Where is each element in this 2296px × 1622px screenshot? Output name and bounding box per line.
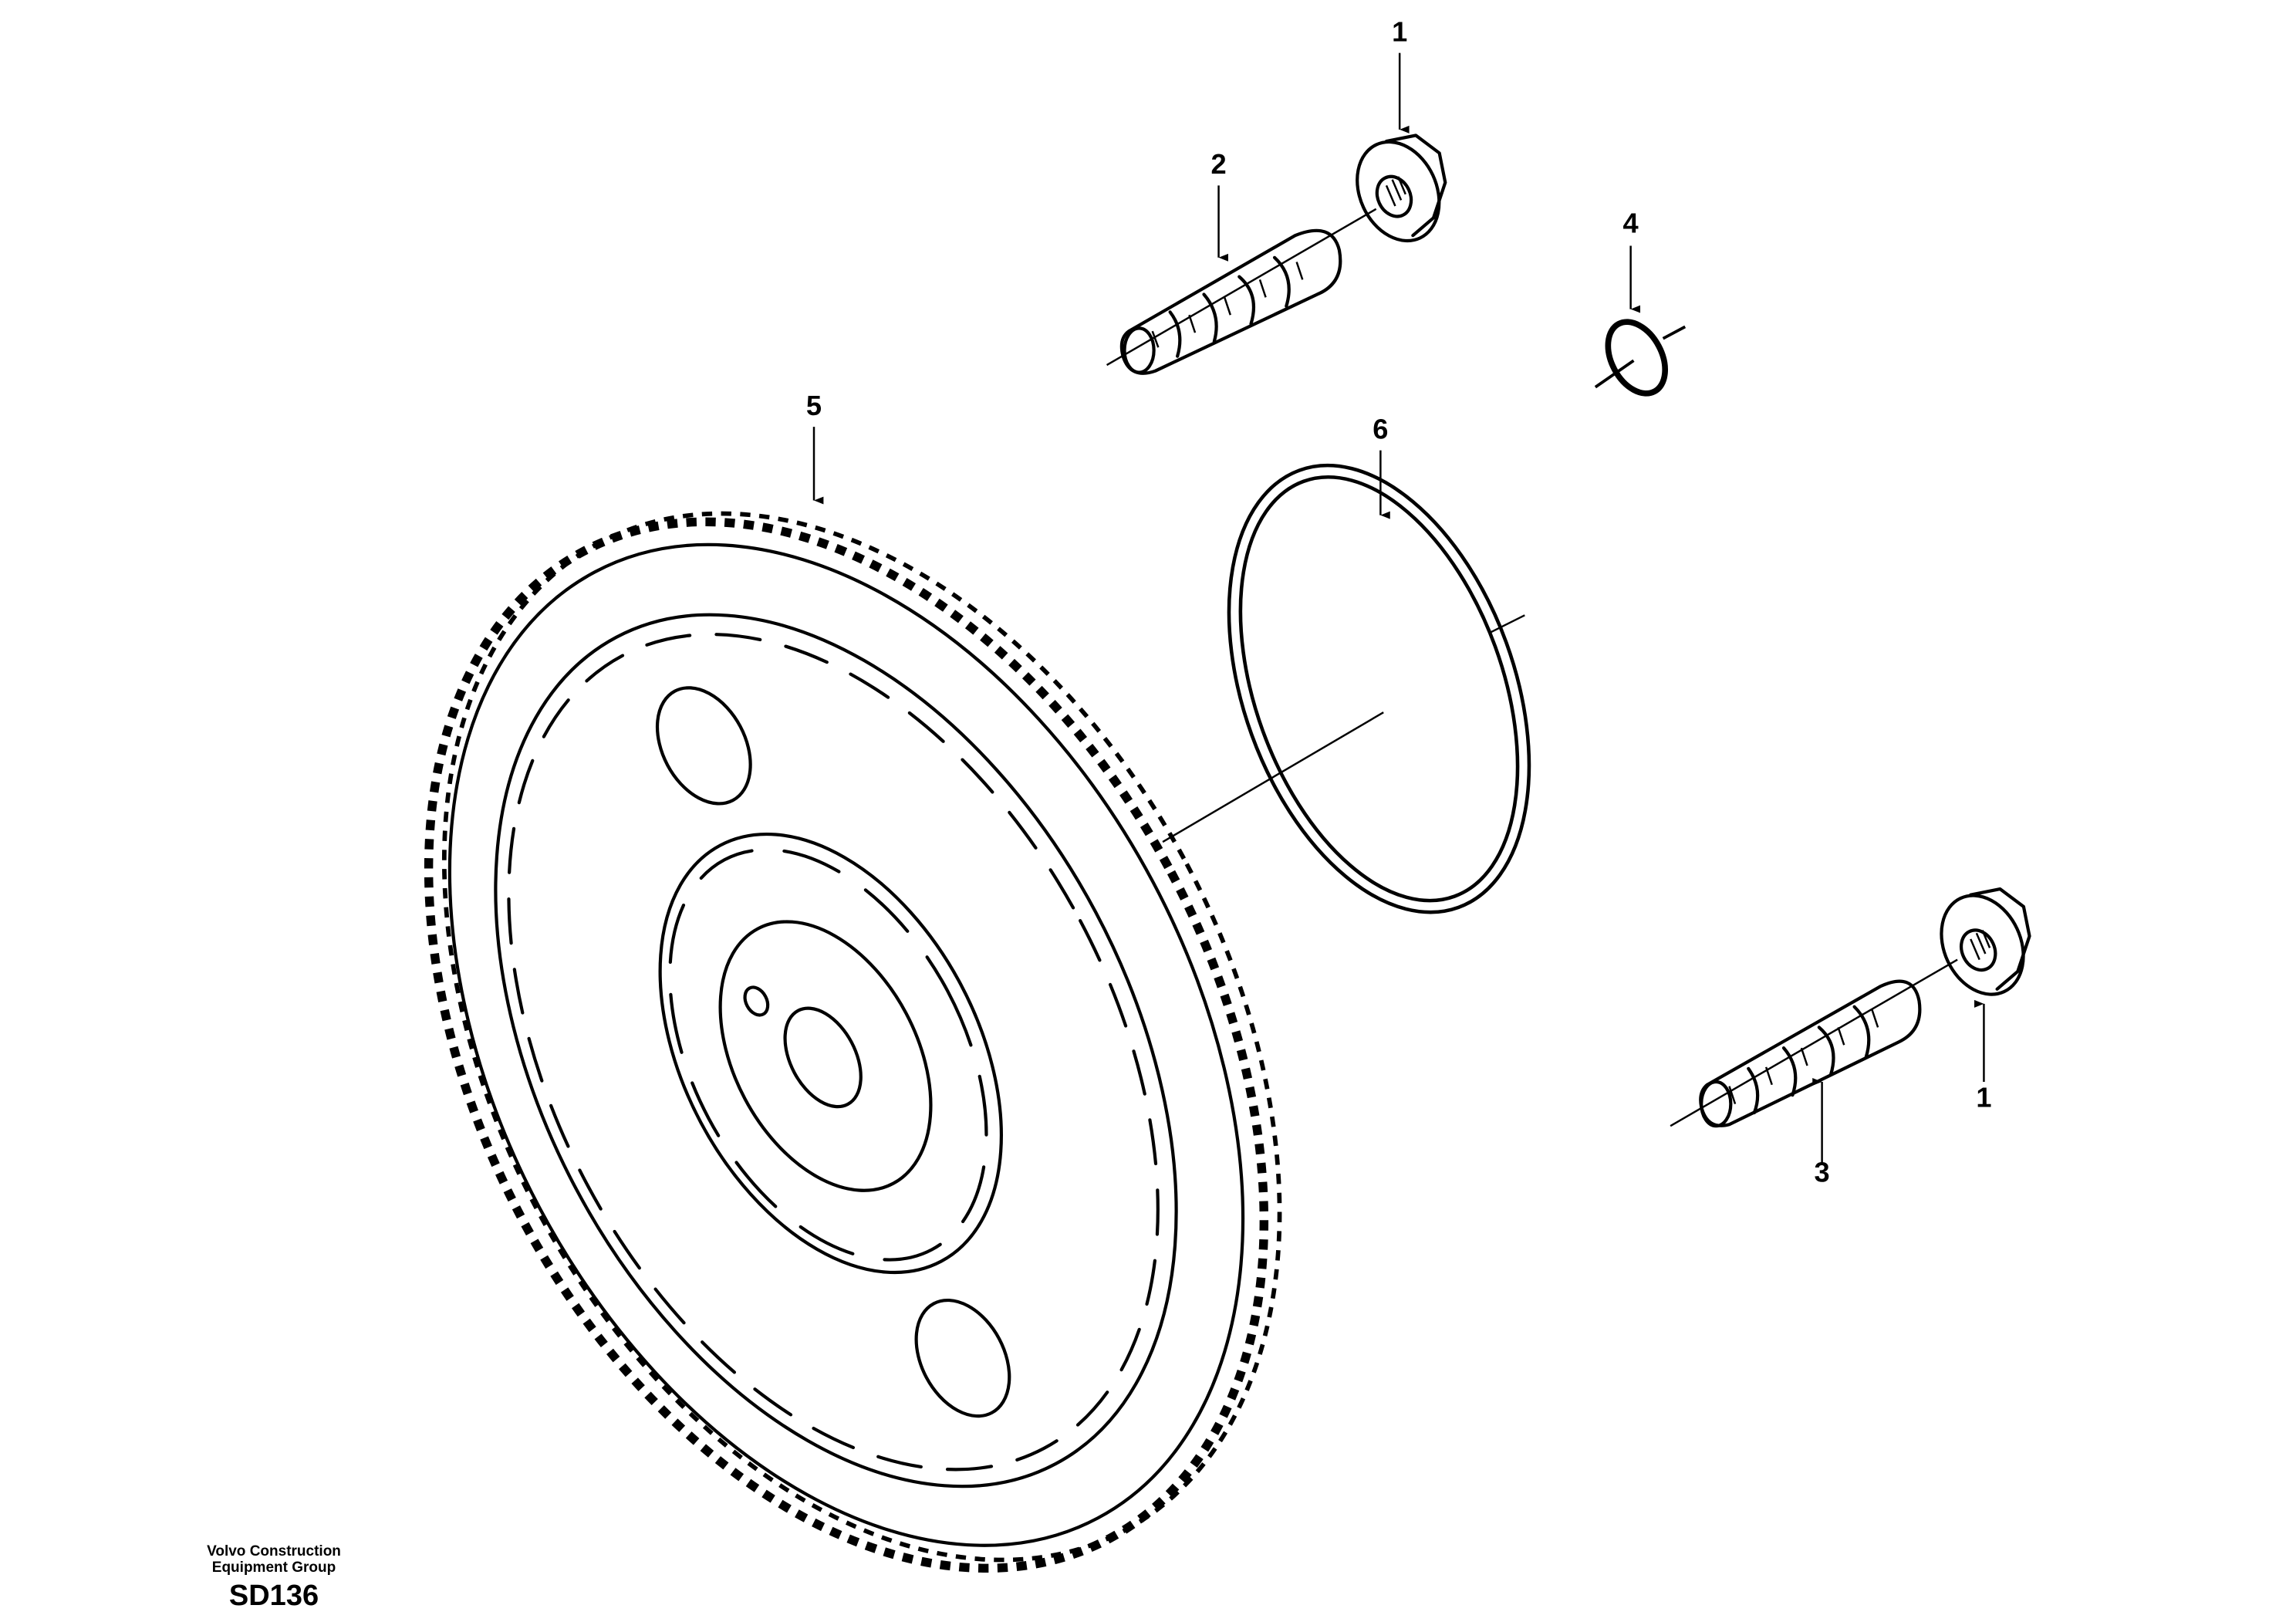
callout-label: 1	[1392, 15, 1407, 47]
callout-1-top: 1	[1392, 15, 1410, 133]
callout-5: 5	[806, 390, 824, 505]
company-name-line1: Volvo Construction	[207, 1543, 341, 1559]
flange-nut-upper	[1356, 133, 1447, 243]
company-name-line2: Equipment Group	[211, 1559, 336, 1576]
drawing-code: SD136	[228, 1580, 319, 1612]
callout-label: 4	[1623, 207, 1639, 238]
o-ring-large	[1227, 463, 1531, 914]
o-ring-small	[1594, 319, 1687, 397]
callout-label: 1	[1976, 1081, 1991, 1113]
callout-label: 3	[1815, 1157, 1830, 1188]
callout-2: 2	[1210, 148, 1228, 262]
callout-6: 6	[1373, 413, 1390, 519]
callout-4: 4	[1623, 207, 1641, 313]
callout-label: 6	[1373, 413, 1388, 444]
gear	[424, 511, 1282, 1573]
callout-label: 2	[1210, 148, 1226, 180]
callout-label: 5	[806, 390, 822, 421]
callout-1-bottom: 1	[1974, 999, 1992, 1113]
footer: Volvo Construction Equipment Group SD136	[177, 1543, 370, 1613]
flange-nut-lower	[1940, 887, 2031, 996]
stud-lower	[1670, 958, 1958, 1128]
callout-3: 3	[1812, 1078, 1830, 1188]
stud-upper	[1106, 208, 1377, 375]
